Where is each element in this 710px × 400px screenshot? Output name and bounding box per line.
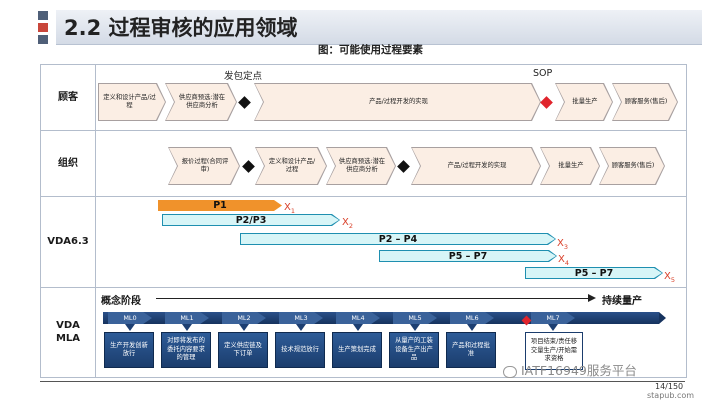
ml-chip-3: ML3 (279, 312, 323, 324)
ml-chip-7: ML7 (531, 312, 575, 324)
mla-phase-arrowhead (588, 294, 596, 302)
vda63-label-p2-p4: P2 – P4 (378, 233, 418, 245)
vda63-arrow-p2-p4: P2 – P4 (240, 233, 556, 245)
figure-caption: 图：可能使用过程要素 (318, 44, 423, 56)
ml-box-3: 技术规范放行 (275, 332, 325, 368)
vda63-arrow-p1: P1 (158, 200, 282, 211)
vda63-arrow-p5-p7-a: P5 – P7 (379, 250, 557, 262)
ml-box-7: 项目结束/责任移交量生产/开始需求资格 (525, 332, 583, 370)
header-square-1 (38, 11, 48, 20)
customer-step-5: 顾客服务(售后) (612, 83, 678, 121)
vda63-x1: X1 (284, 202, 295, 215)
vda63-x5: X5 (664, 271, 675, 284)
ml-chip-4: ML4 (336, 312, 380, 324)
vda63-label-p5-p7-a: P5 – P7 (448, 250, 488, 262)
customer-step-1: 定义和设计产品/过程 (98, 83, 166, 121)
header-square-3 (38, 35, 48, 44)
row-label-vda-mla: VDA MLA (41, 288, 96, 377)
ml-pointer-7 (548, 324, 558, 331)
ml-pointer-2 (239, 324, 249, 331)
row-label-customer: 顾客 (41, 65, 96, 131)
customer-step-2: 供应商预选:潜在供应商分析 (165, 83, 237, 121)
vda63-x4: X4 (558, 254, 569, 267)
title-bar (56, 10, 702, 45)
watermark-text: IATF16949服务平台 (503, 360, 637, 379)
org-step-5: 批量生产 (540, 147, 600, 185)
milestone-label-sop: SOP (533, 68, 553, 79)
row-label-organization: 组织 (41, 131, 96, 197)
ml-chip-2: ML2 (222, 312, 266, 324)
ml-box-1: 对即将发布的委托内容要求的管理 (161, 332, 211, 368)
customer-step-3: 产品/过程开发的实现 (254, 83, 541, 121)
ml-pointer-1 (182, 324, 192, 331)
org-step-6: 顾客服务(售后) (599, 147, 665, 185)
org-step-3: 供应商预选:潜在供应商分析 (326, 147, 396, 185)
ml-pointer-6 (467, 324, 477, 331)
customer-step-4: 批量生产 (555, 83, 613, 121)
ml-chip-6: ML6 (450, 312, 494, 324)
page-number: 14/150 (655, 382, 684, 391)
mla-phase-end: 持续量产 (602, 296, 642, 307)
vda63-x3: X3 (557, 238, 568, 251)
ml-pointer-4 (353, 324, 363, 331)
wechat-icon (503, 365, 517, 378)
ml-pointer-5 (410, 324, 420, 331)
ml-box-4: 生产策划完成 (332, 332, 382, 368)
header-square-2 (38, 23, 48, 32)
mla-phase-start: 概念阶段 (101, 296, 141, 307)
ml-box-0: 生产开发创新放行 (104, 332, 154, 368)
ml-box-6: 产品和过程批准 (446, 332, 496, 368)
mla-band-arrowhead (659, 312, 666, 324)
vda63-arrow-p2-p3: P2/P3 (162, 214, 340, 226)
site-watermark: stapub.com (647, 391, 695, 400)
vda63-label-p2-p3: P2/P3 (235, 214, 267, 226)
vda63-arrow-p5-p7-b: P5 – P7 (525, 267, 663, 279)
footer-divider (40, 381, 685, 382)
ml-pointer-3 (296, 324, 306, 331)
ml-box-2: 定义供应链及下订单 (218, 332, 268, 368)
ml-chip-1: ML1 (165, 312, 209, 324)
ml-chip-0: ML0 (108, 312, 152, 324)
vda63-label-p5-p7-b: P5 – P7 (574, 267, 614, 279)
org-step-4: 产品/过程开发的实现 (411, 147, 541, 185)
page-title: 2.2 过程审核的应用领域 (64, 16, 298, 40)
org-step-1: 报价过程(合同评审) (168, 147, 240, 185)
milestone-label-award: 发包定点 (224, 71, 263, 82)
row-label-vda63: VDA6.3 (41, 197, 96, 288)
vda63-x2: X2 (342, 217, 353, 230)
org-step-2: 定义和设计产品/过程 (255, 147, 327, 185)
mla-phase-arrow-line (156, 298, 588, 299)
ml-box-5: 从量产的工装设备生产出产品 (389, 332, 439, 368)
ml-chip-5: ML5 (393, 312, 437, 324)
ml-pointer-0 (125, 324, 135, 331)
